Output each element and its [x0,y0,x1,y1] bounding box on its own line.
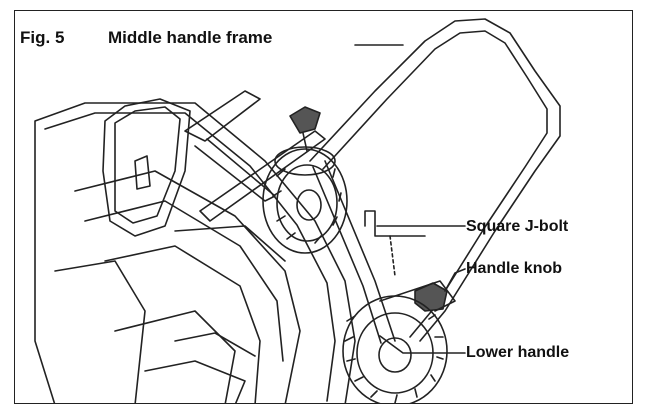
callout-handle-knob: Handle knob [466,260,563,277]
discharge-chute [102,98,191,237]
square-j-bolt [364,210,426,237]
machine-housing [34,102,356,403]
figure-frame [14,10,633,404]
upper-wheel [262,148,348,254]
figure-title: Middle handle frame [108,28,273,47]
middle-handle-frame [309,18,561,342]
snow-thrower-illustration [34,18,561,403]
callout-line-knob [444,268,466,292]
callout-square-j-bolt: Square J-bolt [466,218,569,235]
upper-handle-knob [289,106,321,134]
callout-lower-handle: Lower handle [466,344,570,361]
callout-line-lower [379,335,466,354]
figure-number: Fig. 5 [20,28,65,47]
